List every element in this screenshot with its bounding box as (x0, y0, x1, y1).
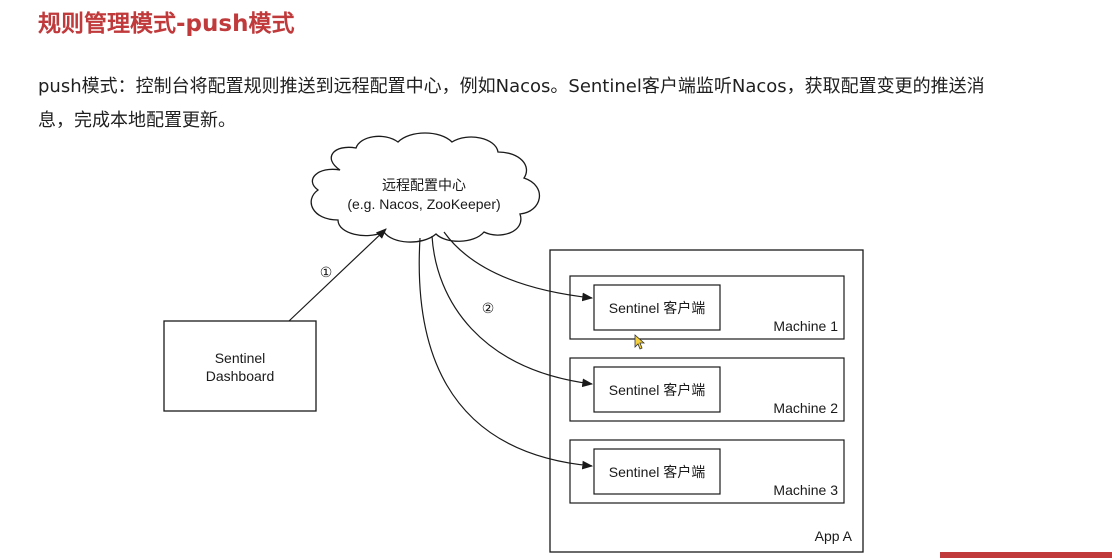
machine-label: Machine 1 (773, 318, 838, 334)
dashboard-label-line2: Dashboard (206, 368, 275, 384)
sentinel-client-label: Sentinel 客户端 (609, 382, 705, 398)
push-arrow-step2-machine3 (418, 237, 594, 470)
machine-2: Sentinel 客户端 Machine 2 (569, 357, 845, 422)
sentinel-client-box (593, 448, 721, 495)
accent-bar (940, 552, 1112, 558)
sentinel-client-box (593, 366, 721, 413)
sentinel-client-box (593, 284, 721, 331)
step2-label: ② (482, 300, 495, 316)
description: push模式：控制台将配置规则推送到远程配置中心，例如Nacos。Sentine… (38, 70, 1098, 138)
dashboard-box (163, 320, 317, 412)
step1-label: ① (320, 264, 333, 280)
description-line-1: push模式：控制台将配置规则推送到远程配置中心，例如Nacos。Sentine… (38, 76, 985, 97)
sentinel-client-label: Sentinel 客户端 (609, 464, 705, 480)
push-arrow-step1 (288, 228, 387, 322)
config-center-subtitle: (e.g. Nacos, ZooKeeper) (347, 196, 500, 212)
sentinel-dashboard-node: Sentinel Dashboard (163, 320, 317, 412)
config-center-cloud: 远程配置中心 (e.g. Nacos, ZooKeeper) (310, 132, 541, 243)
cloud-shape (310, 132, 541, 243)
mouse-cursor-icon (634, 334, 646, 350)
dashboard-label-line1: Sentinel (215, 350, 266, 366)
description-line-2: 息，完成本地配置更新。 (38, 110, 236, 131)
page-title: 规则管理模式-push模式 (38, 11, 295, 37)
config-center-title: 远程配置中心 (382, 177, 466, 193)
sentinel-client-label: Sentinel 客户端 (609, 300, 705, 316)
machine-3: Sentinel 客户端 Machine 3 (569, 439, 845, 504)
machine-label: Machine 3 (773, 482, 838, 498)
app-label: App A (815, 528, 853, 544)
machine-label: Machine 2 (773, 400, 838, 416)
machine-1: Sentinel 客户端 Machine 1 (569, 275, 845, 340)
push-arrow-step2-machine1 (443, 231, 594, 302)
push-arrow-step2-machine2 (431, 235, 594, 388)
